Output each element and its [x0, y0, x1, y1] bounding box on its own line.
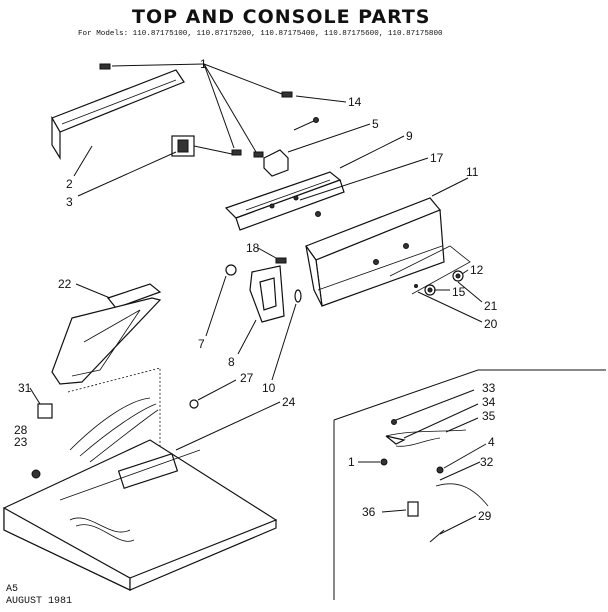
callout: 28 [14, 423, 28, 437]
callout: 36 [362, 505, 376, 519]
callout: 10 [262, 381, 276, 395]
part-1-screws [99, 63, 293, 158]
callout: 14 [348, 95, 362, 109]
wire-harness [69, 397, 159, 542]
part-9-17-rails [224, 171, 345, 231]
callout: 20 [484, 317, 498, 331]
callout: 11 [466, 165, 479, 179]
callout: 23 [14, 435, 28, 449]
callout: 9 [406, 129, 413, 143]
part-5-bracket [263, 149, 289, 177]
callout: 4 [488, 435, 495, 449]
callout: 5 [372, 117, 379, 131]
callout: 31 [18, 381, 32, 395]
part-3-switch [171, 135, 233, 157]
callout: 8 [228, 355, 235, 369]
footer-date: AUGUST 1981 [6, 596, 73, 607]
callout: 18 [246, 241, 260, 255]
part-14-screw [293, 117, 319, 131]
footer-code: A5 [6, 584, 19, 595]
callout: 29 [478, 509, 492, 523]
callout: 15 [452, 285, 466, 299]
part-7-nut [225, 264, 237, 276]
part-24-top [3, 439, 278, 591]
callout: 2 [66, 177, 73, 191]
callout: 7 [198, 337, 205, 351]
callout: 12 [470, 263, 484, 277]
part-8-bracket [249, 265, 285, 323]
callout: 1 [348, 455, 355, 469]
inset-frame [333, 369, 606, 421]
model-list: For Models: 110.87175100, 110.87175200, … [78, 30, 443, 38]
leader-lines [29, 63, 487, 535]
callout: 34 [482, 395, 496, 409]
callout: 35 [482, 409, 496, 423]
callout-labels: 1 14 5 9 17 11 2 3 18 12 15 21 20 22 7 8… [14, 57, 498, 523]
callout: 17 [430, 151, 444, 165]
part-31-block [37, 403, 53, 419]
part-22-panel [51, 283, 162, 385]
page-title: TOP AND CONSOLE PARTS [132, 6, 431, 28]
part-18-screw [275, 257, 287, 264]
part-11-console [305, 197, 445, 307]
part-2-plate [51, 69, 185, 161]
callout: 1 [200, 57, 207, 71]
part-10-clip [294, 289, 302, 303]
inset-parts [380, 419, 489, 543]
callout: 21 [484, 299, 498, 313]
callout: 3 [66, 195, 73, 209]
part-27-clip [189, 399, 199, 409]
part-12-15-knobs [389, 245, 471, 296]
callout: 33 [482, 381, 496, 395]
callout: 32 [480, 455, 494, 469]
harness-guide [67, 367, 161, 450]
callout: 27 [240, 371, 254, 385]
part-28-23-grommet [31, 469, 41, 479]
callout: 22 [58, 277, 72, 291]
callout: 24 [282, 395, 296, 409]
